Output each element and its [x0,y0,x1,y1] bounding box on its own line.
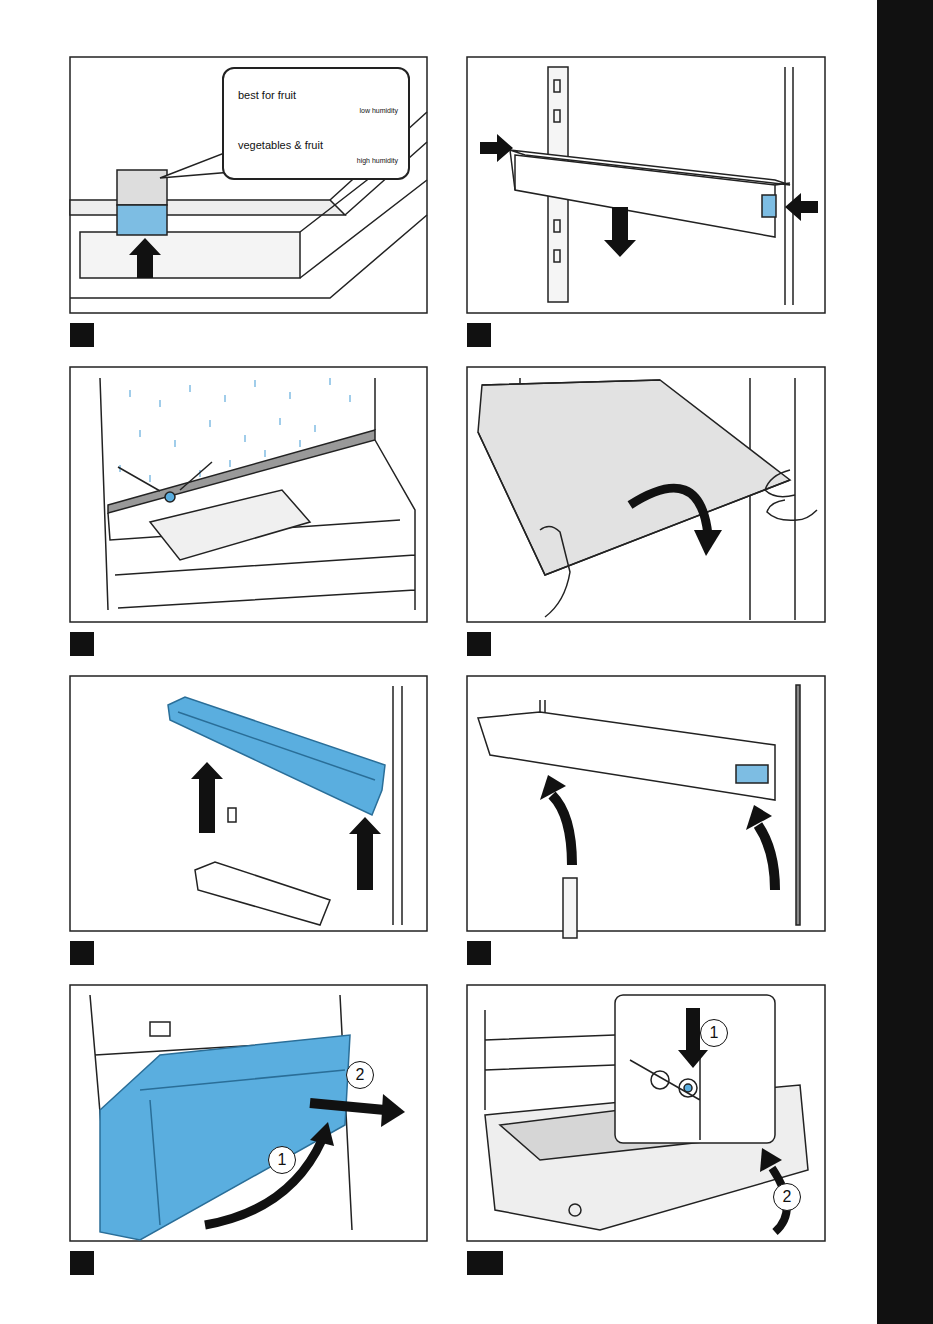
panel-remove-crisper-lid-part [140,1070,345,1225]
label-text: low humidity [359,106,398,115]
panel-remove-glass-shelf-part [540,470,817,617]
step-marker [70,941,94,965]
panel-lift-door-bin-part [467,676,825,931]
panel-remove-door-bin-part [554,220,560,232]
panel-remove-glass-shelf-part [478,380,790,575]
callout-number: 2 [346,1061,374,1089]
panel-lift-door-bin-part [540,775,566,800]
callout-text: 1 [278,1152,287,1168]
panel-insert-door-bin-part [191,762,223,833]
panel-lift-door-bin-part [478,712,775,800]
panel-humidity-slider-part [117,170,167,205]
panel-insert-door-bin-part [349,817,381,890]
humidity-label-box: best for fruit low humidity vegetables & f… [222,67,410,180]
panel-remove-crisper-lid-part [70,985,427,1241]
label-text: high humidity [357,156,398,165]
panel-drain-hole-part [70,367,427,622]
panel-lift-door-bin-part [736,765,768,783]
callout-number: 1 [268,1146,296,1174]
step-marker [467,323,491,347]
panel-insert-door-bin-part [195,862,330,925]
panel-remove-drawer-part [615,995,775,1143]
panel-drain-hole-part [150,490,310,560]
panel-humidity-slider-part [117,205,167,235]
panel-remove-drawer-part [679,1079,697,1097]
panel-remove-door-bin-part [480,134,513,162]
panel-drain-hole-part [108,440,415,610]
panel-remove-door-bin-part [554,80,560,92]
panel-remove-crisper-lid-part [310,1122,334,1146]
panel-drain-hole [70,367,427,622]
panel-drain-hole-part [165,492,175,502]
panel-remove-crisper-lid-part [310,1103,385,1110]
panel-humidity-slider-part [129,238,161,278]
panel-remove-door-bin-part [554,250,560,262]
side-bar [877,0,933,1324]
callout-text: 1 [710,1025,719,1041]
panel-remove-drawer [467,985,825,1241]
panel-drain-hole-part [118,462,212,491]
panel-insert-door-bin-part [70,676,427,931]
panel-remove-door-bin-part [785,67,793,305]
panel-lift-door-bin-part [540,700,545,712]
step-marker [467,1251,503,1275]
panel-drain-hole-part-part [120,378,350,482]
panel-lift-door-bin-part [563,878,577,938]
panel-lift-door-bin [467,676,825,938]
callout-text: 2 [783,1189,792,1205]
panel-remove-crisper-lid-part [100,1035,350,1240]
panel-insert-door-bin-part [393,686,402,925]
panel-remove-drawer-part [485,1010,615,1110]
panel-remove-crisper-lid [70,985,427,1241]
panel-insert-door-bin [70,676,427,931]
callout-number: 1 [700,1019,728,1047]
panel-lift-door-bin-part [552,795,572,865]
panel-remove-glass-shelf-part [467,367,825,622]
panel-lift-door-bin-part [796,685,800,925]
step-marker [467,941,491,965]
step-marker [70,632,94,656]
panel-humidity-slider [70,57,427,313]
panel-remove-door-bin-part [515,155,775,237]
panel-remove-door-bin-part [554,110,560,122]
panel-drain-hole-part [100,378,375,610]
panel-remove-drawer-part [569,1204,581,1216]
panel-remove-glass-shelf-part [694,530,722,556]
panel-insert-door-bin-part [228,808,236,822]
panel-remove-glass-shelf-part [478,380,790,575]
label-text: vegetables & fruit [238,139,323,152]
step-marker [70,323,94,347]
panel-remove-door-bin [467,57,825,313]
panel-humidity-slider-part [300,170,427,278]
panel-remove-drawer-part [760,1148,782,1172]
panel-remove-door-bin-part [785,193,818,221]
panel-lift-door-bin-part [746,805,772,830]
panel-drain-hole-part [120,378,350,482]
panel-remove-crisper-lid-part [381,1094,405,1127]
label-text: best for fruit [238,89,296,102]
panel-remove-crisper-lid-part [150,1022,170,1036]
panel-remove-glass-shelf-part [630,488,708,535]
panel-humidity-slider-part [70,200,345,215]
panel-remove-door-bin-part [510,150,790,190]
panel-remove-crisper-lid-part [205,1140,322,1225]
panel-remove-door-bin-part [467,57,825,313]
callout-number: 2 [773,1183,801,1211]
panel-humidity-slider-part [80,232,300,278]
callout-text: 2 [356,1067,365,1083]
panel-remove-drawer-part [467,985,825,1241]
step-marker [70,1251,94,1275]
panel-lift-door-bin-part [758,825,775,890]
panel-humidity-slider-part [70,57,427,313]
panel-remove-door-bin-part [762,195,776,217]
panel-remove-glass-shelf [467,367,825,622]
step-marker [467,632,491,656]
panel-remove-door-bin-part [604,207,636,257]
